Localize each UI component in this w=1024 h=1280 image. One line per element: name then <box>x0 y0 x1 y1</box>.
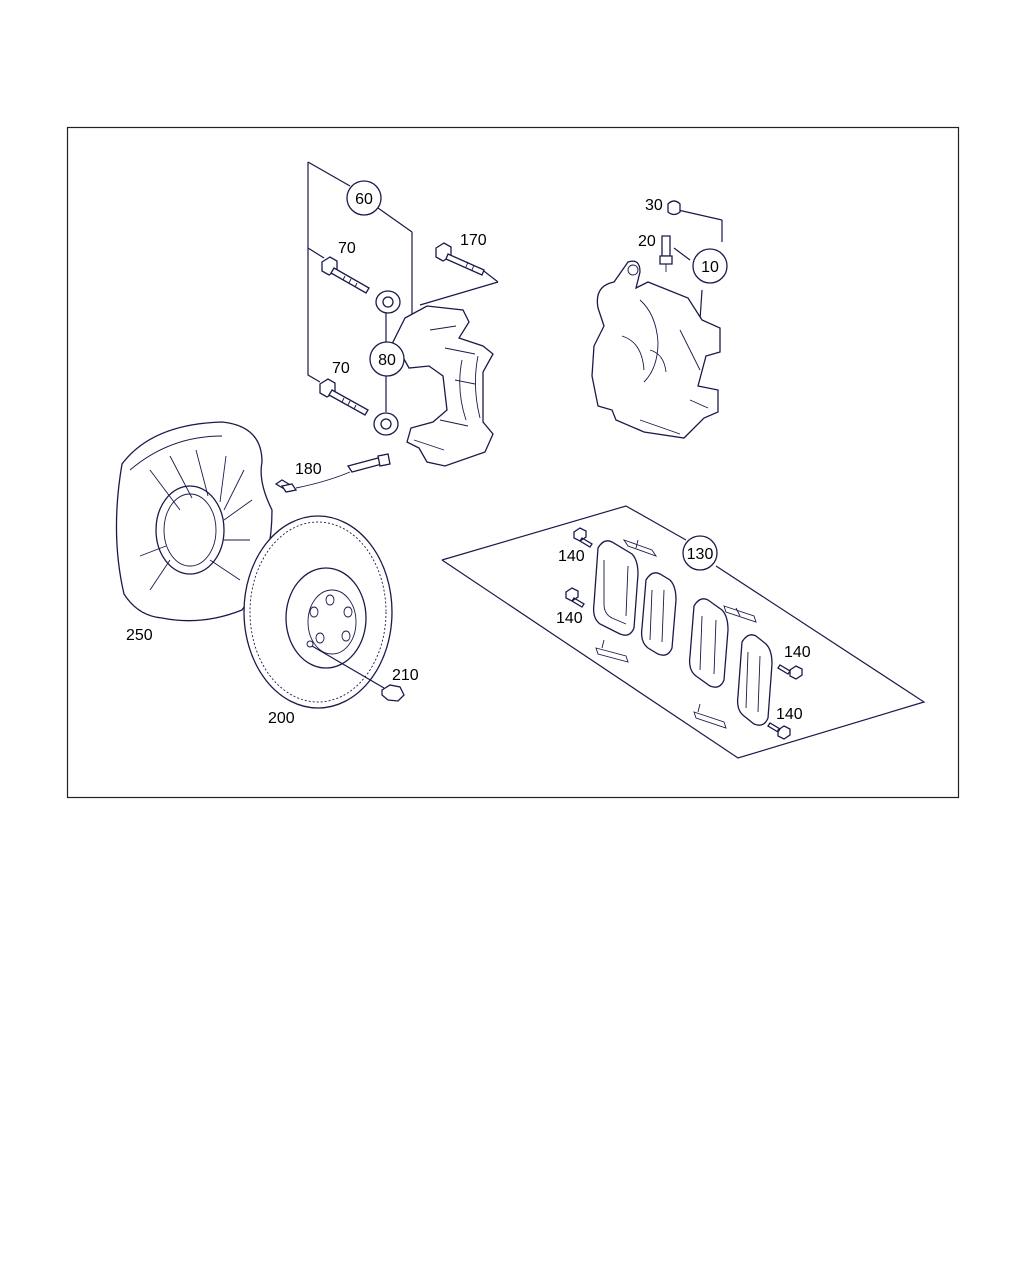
label-170: 170 <box>460 232 487 249</box>
bushing-80-lower <box>373 412 399 436</box>
leader-lines-10 <box>673 209 723 321</box>
callout-130: 130 <box>682 535 718 571</box>
label-140-d: 140 <box>776 706 803 723</box>
bleeder-valve-20 <box>659 235 673 272</box>
label-140-b: 140 <box>556 610 583 627</box>
callout-60: 60 <box>346 180 382 216</box>
label-180: 180 <box>295 461 322 478</box>
bolt-70-lower <box>319 378 369 416</box>
label-250: 250 <box>126 627 153 644</box>
callout-80: 80 <box>369 341 405 377</box>
label-60: 60 <box>355 191 373 208</box>
label-10: 10 <box>701 259 719 276</box>
label-140-a: 140 <box>558 548 585 565</box>
screw-210 <box>381 684 405 702</box>
bolt-70-upper <box>321 256 370 294</box>
bolt-170 <box>435 242 485 276</box>
label-30: 30 <box>645 197 663 214</box>
label-140-c: 140 <box>784 644 811 661</box>
brake-caliper <box>591 260 721 439</box>
wear-sensor-180 <box>274 453 391 493</box>
caliper-carrier <box>390 305 494 467</box>
label-210: 210 <box>392 667 419 684</box>
label-70-upper: 70 <box>338 240 356 257</box>
leader-lines-60 <box>307 161 499 412</box>
diagram-frame <box>66 126 960 799</box>
bushing-80-upper <box>375 290 401 314</box>
brake-disc-200 <box>243 515 393 709</box>
label-20: 20 <box>638 233 656 250</box>
label-200: 200 <box>268 710 295 727</box>
brake-pad-set-130 <box>441 505 926 759</box>
label-80: 80 <box>378 352 396 369</box>
label-130: 130 <box>687 546 714 563</box>
callout-10: 10 <box>692 248 728 284</box>
cap-30 <box>667 200 681 216</box>
splash-shield-250 <box>115 421 273 622</box>
label-70-lower: 70 <box>332 360 350 377</box>
